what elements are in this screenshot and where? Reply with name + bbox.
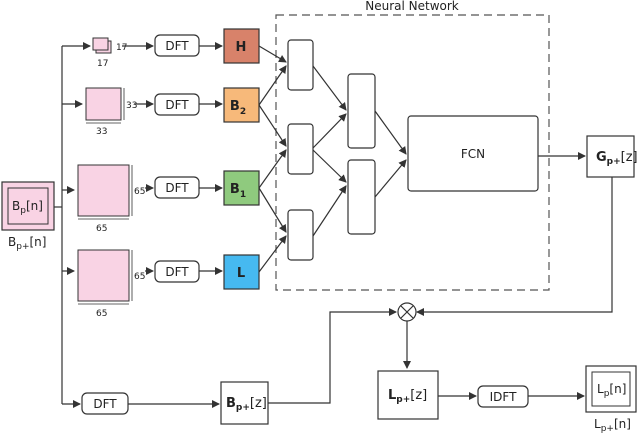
patch-65a-width: 65 xyxy=(96,224,107,234)
branch-h: H xyxy=(223,28,260,64)
neural-network-title: Neural Network xyxy=(365,0,459,13)
svg-text:Lp+[z]: Lp+[z] xyxy=(388,388,427,405)
neural-network-region xyxy=(275,14,550,291)
patch-65b-height: 65 xyxy=(134,272,145,282)
svg-text:Gp+[z]: Gp+[z] xyxy=(596,150,638,167)
multiply-node xyxy=(397,302,417,322)
fcn-block: FCN xyxy=(407,115,539,192)
svg-text:Bp+[z]: Bp+[z] xyxy=(226,396,267,413)
l-freq-box: Lp+[z] xyxy=(377,370,439,420)
dft-box-1: DFT xyxy=(154,34,200,57)
layer1-node-2 xyxy=(287,123,314,175)
layer2-node-2 xyxy=(347,159,376,235)
dft-box-4: DFT xyxy=(154,260,200,283)
input-image-caption: Bp+[n] xyxy=(8,235,46,252)
patch-65-a: 65 65 xyxy=(77,164,145,234)
svg-text:DFT: DFT xyxy=(165,39,189,53)
layer2-node-1 xyxy=(347,73,376,149)
patch-17-height: 17 xyxy=(116,43,127,53)
svg-text:DFT: DFT xyxy=(165,98,189,112)
svg-text:IDFT: IDFT xyxy=(490,390,517,404)
dft-box-2: DFT xyxy=(154,93,200,116)
patch-17: 17 17 xyxy=(92,37,127,69)
g-output-box: Gp+[z] xyxy=(586,135,638,178)
svg-text:B1: B1 xyxy=(230,182,246,200)
patch-65b-width: 65 xyxy=(96,309,107,319)
b-freq-box: Bp+[z] xyxy=(220,381,269,425)
dft-box-3: DFT xyxy=(154,176,200,199)
input-image-label: Bp[n] xyxy=(12,199,43,216)
patch-17-width: 17 xyxy=(97,59,108,69)
svg-text:B2: B2 xyxy=(230,99,246,117)
dft-box-bottom: DFT xyxy=(81,392,129,415)
svg-text:FCN: FCN xyxy=(461,147,485,161)
input-image: Bp[n] Bp+[n] xyxy=(1,181,55,252)
output-image-label: Lp[n] xyxy=(597,382,626,399)
patch-33-width: 33 xyxy=(96,127,107,137)
branch-b1: B1 xyxy=(223,170,260,206)
svg-text:H: H xyxy=(236,40,247,55)
output-image-caption: Lp+[n] xyxy=(594,417,631,434)
layer1-node-1 xyxy=(287,39,314,91)
svg-text:DFT: DFT xyxy=(165,265,189,279)
branch-b2: B2 xyxy=(223,87,260,123)
layer1-node-3 xyxy=(287,209,314,261)
patch-65-b: 65 65 xyxy=(77,249,145,319)
svg-text:DFT: DFT xyxy=(165,181,189,195)
patch-65a-height: 65 xyxy=(134,187,145,197)
patch-33: 33 33 xyxy=(85,87,137,137)
svg-text:DFT: DFT xyxy=(93,397,117,411)
output-image: Lp[n] Lp+[n] xyxy=(585,365,637,434)
patch-33-height: 33 xyxy=(126,101,137,111)
idft-box: IDFT xyxy=(477,385,529,408)
branch-l: L xyxy=(223,254,260,290)
svg-text:L: L xyxy=(237,266,245,281)
